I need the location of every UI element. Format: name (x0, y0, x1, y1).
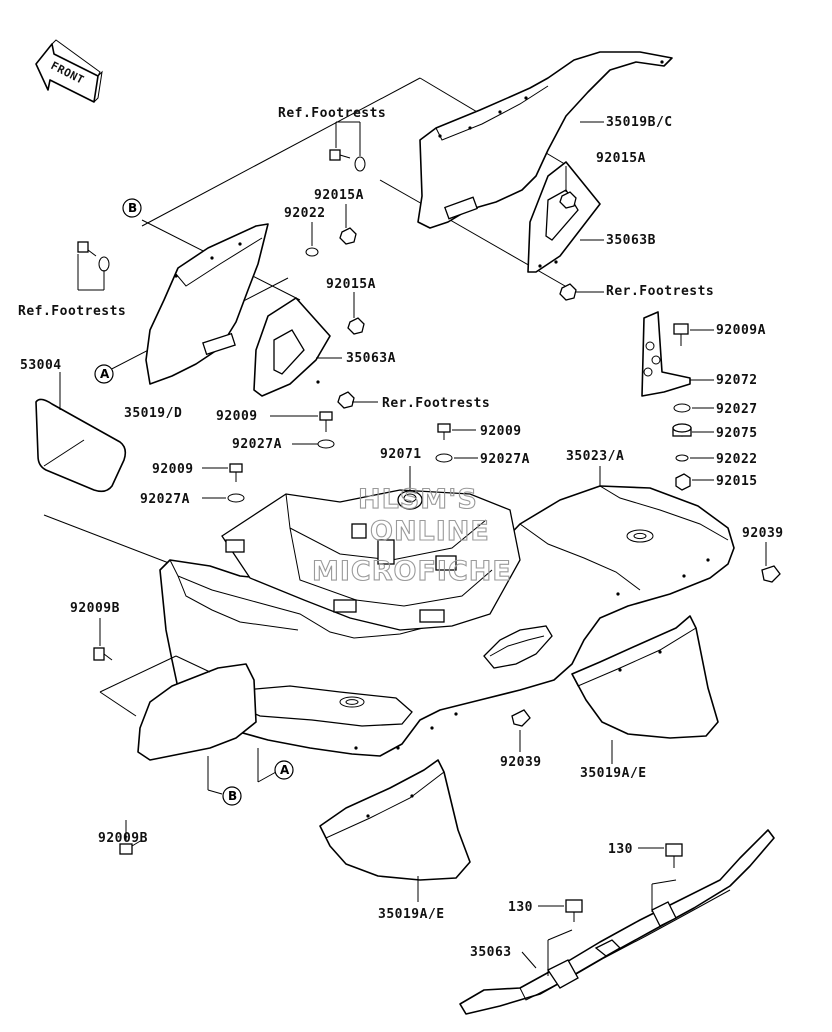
label-35019bc: 35019B/C (606, 115, 673, 130)
flap-35019ae-right (571, 615, 719, 739)
label-92022-2: 92022 (716, 452, 758, 467)
label-92071: 92071 (380, 447, 422, 462)
fender-left-side (99, 655, 257, 761)
bracket-35063b (527, 161, 601, 273)
label-35063: 35063 (470, 945, 512, 960)
washer-icon (317, 439, 335, 449)
label-35063b: 35063B (606, 233, 656, 248)
bolt-icon (319, 411, 333, 432)
nut-icon (339, 227, 357, 245)
plate-92072 (641, 311, 691, 397)
label-92039-2: 92039 (500, 755, 542, 770)
label-92027a-2: 92027A (480, 452, 530, 467)
grommet-icon (672, 423, 692, 437)
bolt-icon (93, 647, 113, 661)
bolt-icon (665, 843, 683, 868)
svg-text:HLSM'S: HLSM'S (358, 484, 478, 515)
pad-53004 (35, 372, 127, 493)
front-arrow-icon: FRONT (35, 39, 103, 103)
label-35063a: 35063A (346, 351, 396, 366)
callout-a-bottom: A (274, 760, 294, 780)
label-rer-footrests-mid: Rer.Footrests (382, 396, 490, 411)
callout-b-top: B (122, 198, 142, 218)
hardware (77, 149, 781, 922)
label-92015a-2: 92015A (314, 188, 364, 203)
label-92015a-3: 92015A (326, 277, 376, 292)
bolt-icon (119, 839, 143, 855)
label-92027a-3: 92027A (140, 492, 190, 507)
label-92015: 92015 (716, 474, 758, 489)
nut-icon (347, 317, 365, 335)
label-35019ae-1: 35019A/E (580, 766, 647, 781)
label-92009-3: 92009 (152, 462, 194, 477)
nut-icon (675, 473, 691, 491)
label-92027a-1: 92027A (232, 437, 282, 452)
label-92075: 92075 (716, 426, 758, 441)
nut-icon (559, 283, 577, 301)
label-35023a: 35023/A (566, 449, 624, 464)
clip-icon (397, 490, 423, 510)
label-130-1: 130 (608, 842, 633, 857)
callout-a-left: A (94, 364, 114, 384)
label-rer-footrests-top: Rer.Footrests (606, 284, 714, 299)
svg-text:A: A (280, 763, 290, 777)
washer-icon (305, 247, 319, 257)
bolt-icon (329, 149, 366, 172)
label-92022-1: 92022 (284, 206, 326, 221)
part-labels: Ref.Footrests 35019B/C 92015A 92015A 920… (18, 106, 784, 960)
bracket-35063a (253, 297, 331, 397)
nut-icon (559, 191, 577, 209)
svg-text:A: A (100, 367, 110, 381)
nut-icon (337, 391, 355, 409)
label-53004: 53004 (20, 358, 62, 373)
washer-icon (435, 453, 453, 463)
bar-35063 (459, 829, 775, 1015)
label-ref-footrests-top: Ref.Footrests (278, 106, 386, 121)
label-92009-1: 92009 (216, 409, 258, 424)
clip-icon (511, 709, 531, 727)
svg-text:ONLINE: ONLINE (370, 516, 490, 547)
bolt-icon (565, 899, 583, 922)
label-ref-footrests-left: Ref.Footrests (18, 304, 126, 319)
leader-lines (77, 121, 767, 969)
flap-35019ae-lower (319, 759, 471, 881)
svg-text:B: B (228, 789, 237, 803)
clip-icon (761, 565, 781, 583)
label-92072: 92072 (716, 373, 758, 388)
washer-icon (673, 403, 691, 413)
rear-fender-35023a (159, 485, 735, 757)
label-92009b-1: 92009B (70, 601, 120, 616)
fender-35019bc (417, 51, 673, 229)
watermark: HLSM'S ONLINE MICROFICHE (311, 483, 512, 587)
label-92009-2: 92009 (480, 424, 522, 439)
label-92015a-1: 92015A (596, 151, 646, 166)
label-35019d: 35019/D (124, 406, 182, 421)
bolt-icon (673, 323, 689, 346)
washer-icon (675, 454, 689, 462)
bolt-icon (437, 423, 451, 440)
svg-text:MICROFICHE: MICROFICHE (312, 556, 512, 587)
callout-b-bottom: B (222, 786, 242, 806)
washer-icon (227, 493, 245, 503)
label-130-2: 130 (508, 900, 533, 915)
label-35019ae-2: 35019A/E (378, 907, 445, 922)
label-92027: 92027 (716, 402, 758, 417)
fender-35019d (145, 223, 269, 385)
bolt-icon (229, 463, 243, 482)
svg-text:B: B (128, 201, 137, 215)
label-92009b-2: 92009B (98, 831, 148, 846)
label-92009a: 92009A (716, 323, 766, 338)
bolt-icon (77, 241, 110, 272)
label-92039-1: 92039 (742, 526, 784, 541)
